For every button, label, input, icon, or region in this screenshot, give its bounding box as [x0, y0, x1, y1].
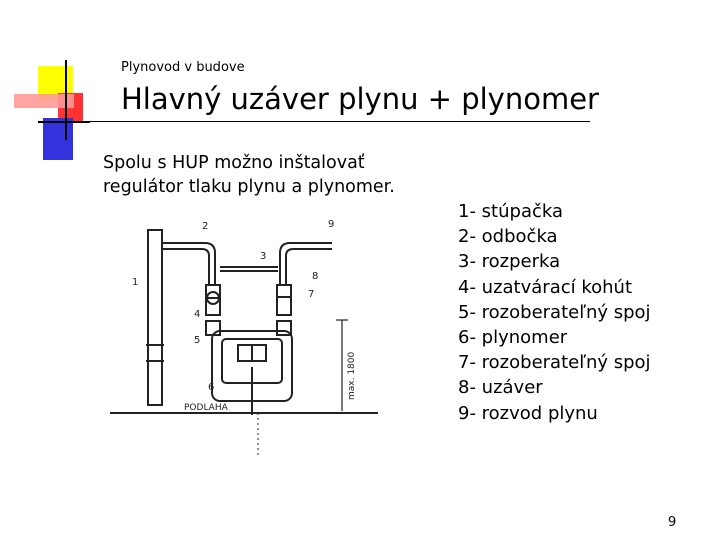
- height-label: max. 1800: [347, 351, 357, 400]
- callout-number: 7: [308, 289, 314, 300]
- legend-item: 5- rozoberateľný spoj: [458, 301, 651, 323]
- intro-line-1: Spolu s HUP možno inštalovať: [103, 153, 365, 173]
- intro-line-2: regulátor tlaku plynu a plynomer.: [103, 177, 395, 197]
- deco-blue-square: [43, 118, 73, 160]
- legend-item: 3- rozperka: [458, 251, 561, 273]
- slide-supertitle: Plynovod v budove: [121, 60, 245, 75]
- slide-title: Hlavný uzáver plynu + plynomer: [121, 82, 599, 116]
- callout-number: 3: [260, 251, 266, 262]
- legend-item: 9- rozvod plynu: [458, 402, 598, 424]
- legend-item: 6- plynomer: [458, 327, 568, 349]
- callout-number: 9: [328, 219, 334, 230]
- page-number: 9: [668, 515, 677, 530]
- callout-number: 2: [202, 221, 208, 232]
- legend-item: 1- stúpačka: [458, 201, 564, 222]
- legend-item: 8- uzáver: [458, 377, 543, 399]
- deco-pink-bar: [14, 94, 74, 108]
- intro-text: Spolu s HUP možno inštalovať regulátor t…: [103, 151, 443, 199]
- legend-item: 4- uzatvárací kohút: [458, 276, 633, 298]
- callout-number: 6: [208, 382, 214, 393]
- floor-label: PODLAHA: [184, 403, 229, 413]
- callout-number: 4: [194, 309, 200, 320]
- legend-item: 7- rozoberateľný spoj: [458, 352, 651, 374]
- callout-number: 5: [194, 335, 200, 346]
- riser-pipe: [147, 229, 163, 406]
- gas-meter-diagram: 1 2 3 4 5 6 7 8 9 PODLAHA max. 1800: [110, 219, 378, 455]
- deco-vertical-line: [65, 60, 67, 140]
- legend-list: 1- stúpačka 2- odbočka 3- rozperka 4- uz…: [458, 199, 651, 426]
- legend-item: 2- odbočka: [458, 226, 558, 248]
- callout-number: 8: [312, 271, 318, 282]
- shutoff-valve: [205, 284, 221, 316]
- title-underline: [58, 121, 590, 122]
- outlet-shutoff: [276, 284, 292, 316]
- callout-number: 1: [132, 277, 138, 288]
- branch-pipe: [162, 242, 216, 285]
- deco-horizontal-line: [38, 121, 90, 123]
